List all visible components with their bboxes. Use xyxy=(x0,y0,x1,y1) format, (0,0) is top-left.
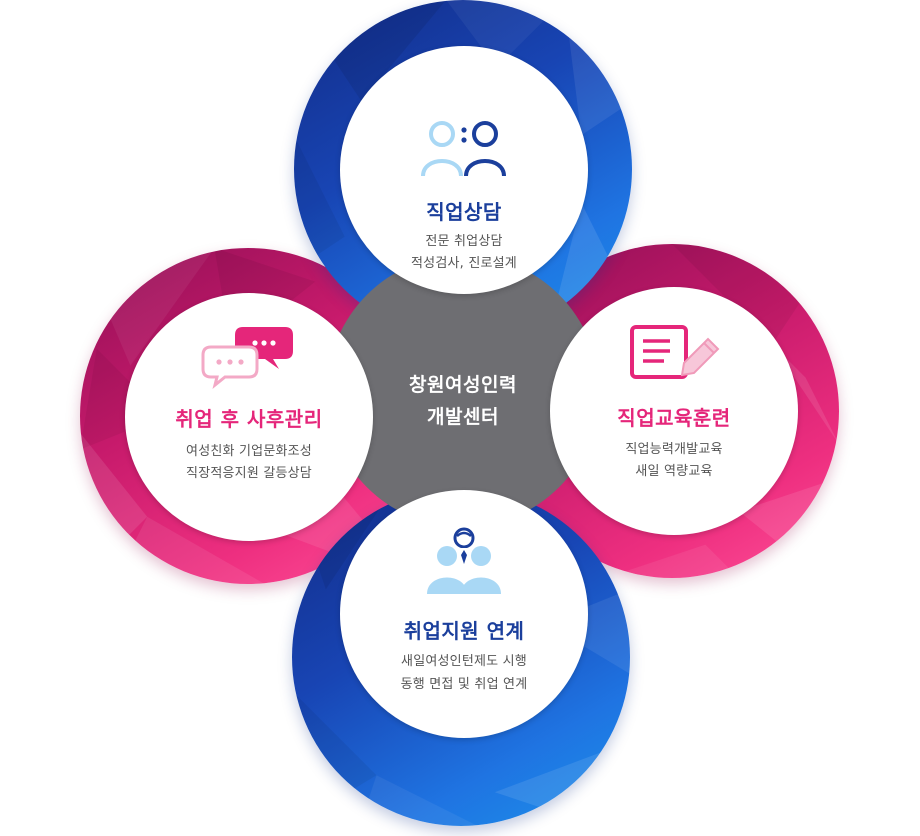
node-title: 취업지원 연계 xyxy=(403,619,525,643)
node-employment-support: 취업지원 연계 새일여성인턴제도 시행 동행 면접 및 취업 연계 xyxy=(340,490,588,738)
node-desc-line2: 새일 역량교육 xyxy=(635,464,713,479)
node-desc-line2: 직장적응지원 갈등상담 xyxy=(186,466,312,481)
node-career-counseling: 직업상담 전문 취업상담 적성검사, 진로설계 xyxy=(340,46,588,294)
center-title-line2: 개발센터 xyxy=(427,406,499,428)
notepad-pencil-icon xyxy=(630,325,720,379)
node-post-employment-care: 취업 후 사후관리 여성친화 기업문화조성 직장적응지원 갈등상담 xyxy=(125,293,373,541)
people-consulting-icon xyxy=(421,121,506,177)
node-desc-line2: 적성검사, 진로설계 xyxy=(411,256,517,271)
node-title: 직업상담 xyxy=(426,200,502,224)
node-title: 취업 후 사후관리 xyxy=(175,407,323,431)
node-desc-line1: 여성친화 기업문화조성 xyxy=(186,444,312,459)
node-desc-line2: 동행 면접 및 취업 연계 xyxy=(400,677,528,692)
node-vocational-training: 직업교육훈련 직업능력개발교육 새일 역량교육 xyxy=(550,287,798,535)
node-desc-line1: 새일여성인턴제도 시행 xyxy=(401,654,527,669)
node-desc-line1: 직업능력개발교육 xyxy=(625,442,723,457)
node-desc-line1: 전문 취업상담 xyxy=(425,234,503,249)
center-title-line1: 창원여성인력 xyxy=(409,374,517,396)
chat-bubbles-icon xyxy=(201,327,293,389)
node-title: 직업교육훈련 xyxy=(617,406,731,430)
business-people-icon xyxy=(427,527,501,594)
